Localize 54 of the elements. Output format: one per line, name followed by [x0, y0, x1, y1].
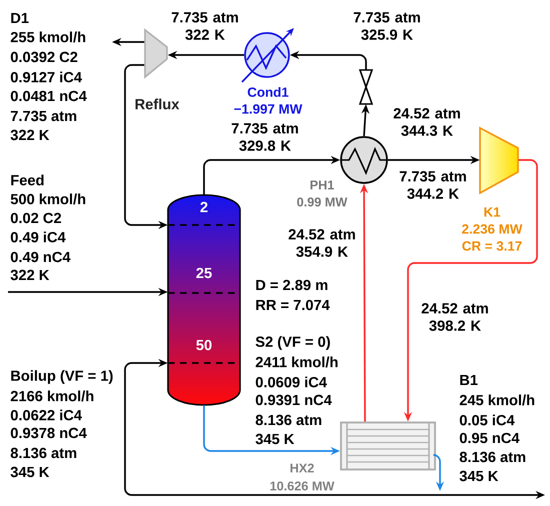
- stream-value: 0.05 iC4: [460, 414, 515, 426]
- stream-value: D1: [11, 12, 29, 24]
- equipment-label: Cond1: [248, 87, 288, 97]
- stream-value: 8.136 atm: [460, 452, 526, 462]
- stream-value: 0.0622 iC4: [10, 410, 82, 420]
- stream-value: 0.0392 C2: [10, 52, 78, 62]
- stream-value: 0.9378 nC4: [10, 428, 87, 438]
- stream-value: 245 kmol/h: [460, 394, 534, 406]
- stream-value: 322 K: [10, 270, 50, 280]
- heat-exchanger-drawing: [340, 422, 436, 470]
- stream-value: D = 2.89 m: [256, 280, 328, 290]
- stream-value: 8.136 atm: [10, 448, 76, 458]
- stream-value: 0.49 nC4: [10, 252, 70, 262]
- equipment-label: Reflux: [136, 98, 180, 110]
- edge-label: 7.735 atm 329.8 K: [225, 122, 305, 152]
- stream-value: 0.49 iC4: [10, 232, 66, 242]
- stream-value: 2411 kmol/h: [256, 356, 338, 368]
- stream-value: 0.9127 iC4: [10, 72, 82, 82]
- stream-value: 0.02 C2: [10, 212, 62, 224]
- stream-value: 500 kmol/h: [10, 194, 86, 204]
- edge-label: 7.735 atm 322 K: [165, 10, 245, 42]
- valve-symbol: [358, 69, 374, 105]
- heat-exchanger-drawing: [340, 136, 388, 184]
- stream-value: B1: [460, 374, 478, 386]
- equipment-label: HX2: [290, 464, 314, 472]
- stream-value: 8.136 atm: [256, 414, 322, 426]
- equipment-label: PH1: [310, 180, 334, 190]
- edge-label: 7.735 atm 344.2 K: [393, 170, 473, 200]
- stream-value: 0.0609 iC4: [256, 376, 327, 388]
- equipment-label: 2.236 MW: [462, 224, 522, 234]
- column-drawing: 2 25 50: [167, 194, 241, 406]
- stream-value: Feed: [11, 174, 44, 186]
- stream-value: 7.735 atm: [10, 110, 76, 122]
- equipment-label: −1.997 MW: [234, 104, 302, 114]
- stream-value: Boilup (VF = 1): [11, 370, 113, 384]
- stream-value: 2166 kmol/h: [10, 390, 94, 402]
- stream-value: 345 K: [10, 466, 50, 478]
- stream-value: 0.95 nC4: [460, 432, 520, 444]
- stream-value: 345 K: [460, 470, 498, 482]
- stream-value: RR = 7.074: [256, 300, 330, 310]
- edge-label: 7.735 atm 325.9 K: [347, 10, 427, 42]
- equipment-label: 10.626 MW: [270, 482, 334, 490]
- stream-value: 322 K: [10, 130, 50, 140]
- equipment-label: K1: [484, 207, 500, 217]
- equipment-label: 0.99 MW: [297, 198, 348, 206]
- stream-value: S2 (VF = 0): [256, 336, 330, 350]
- equipment-label: CR = 3.17: [462, 241, 522, 251]
- stream-value: 0.0481 nC4: [10, 90, 87, 102]
- edge-label: 24.52 atm 354.9 K: [282, 228, 362, 258]
- stream-value: 0.9391 nC4: [256, 394, 332, 406]
- edge-label: 24.52 atm 398.2 K: [415, 302, 495, 332]
- stream-value: 255 kmol/h: [10, 32, 86, 42]
- edge-label: 24.52 atm 344.3 K: [387, 106, 467, 138]
- stream-value: 345 K: [256, 434, 294, 444]
